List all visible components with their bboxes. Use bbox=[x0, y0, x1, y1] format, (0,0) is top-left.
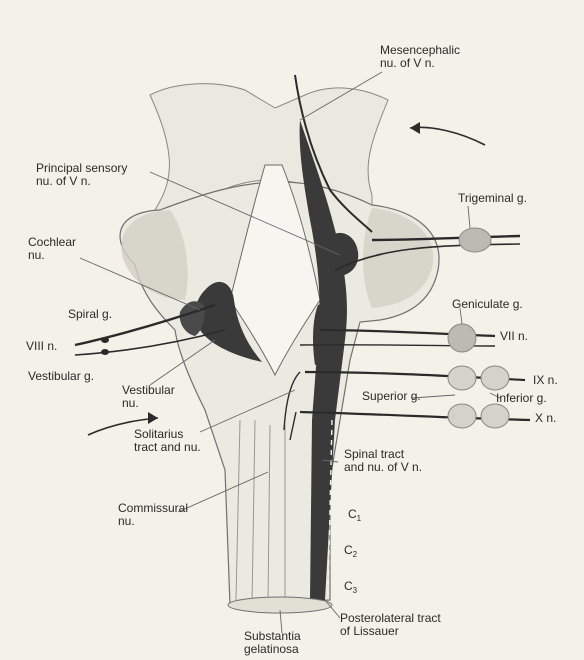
label-ix-nerve: IX n. bbox=[533, 374, 558, 387]
arrow-upper-right bbox=[410, 127, 485, 145]
inferior-ganglion-x bbox=[481, 404, 509, 428]
arrow-lower-left-head bbox=[148, 412, 158, 424]
label-inferior-ganglion: Inferior g. bbox=[496, 392, 547, 405]
label-superior-ganglion: Superior g. bbox=[362, 390, 421, 403]
inferior-ganglion-ix bbox=[481, 366, 509, 390]
spiral-ganglion bbox=[101, 337, 109, 343]
label-solitarius: Solitarius tract and nu. bbox=[134, 428, 201, 454]
label-principal-sensory: Principal sensory nu. of V n. bbox=[36, 162, 127, 188]
geniculate-ganglion bbox=[448, 324, 476, 352]
vestibular-ganglion bbox=[101, 349, 109, 355]
label-spinal-tract: Spinal tract and nu. of V n. bbox=[344, 448, 422, 474]
label-vii-nerve: VII n. bbox=[500, 330, 528, 343]
label-vestibular-nucleus: Vestibular nu. bbox=[122, 384, 175, 410]
label-commissural: Commissural nu. bbox=[118, 502, 188, 528]
label-c1: C1 bbox=[348, 508, 361, 525]
label-trigeminal-ganglion: Trigeminal g. bbox=[458, 192, 527, 205]
label-geniculate-ganglion: Geniculate g. bbox=[452, 298, 523, 311]
label-vestibular-ganglion: Vestibular g. bbox=[28, 370, 94, 383]
superior-ganglion-x bbox=[448, 404, 476, 428]
label-posterolateral: Posterolateral tract of Lissauer bbox=[340, 612, 441, 638]
label-x-nerve: X n. bbox=[535, 412, 556, 425]
trigeminal-ganglion bbox=[459, 228, 491, 252]
superior-ganglion-ix bbox=[448, 366, 476, 390]
arrow-upper-right-head bbox=[410, 122, 420, 134]
label-spiral-ganglion: Spiral g. bbox=[68, 308, 112, 321]
label-substantia: Substantia gelatinosa bbox=[244, 630, 301, 656]
label-c3: C3 bbox=[344, 580, 357, 597]
label-mesencephalic: Mesencephalic nu. of V n. bbox=[380, 44, 460, 70]
label-cochlear: Cochlear nu. bbox=[28, 236, 76, 262]
label-c2: C2 bbox=[344, 544, 357, 561]
label-viii-nerve: VIII n. bbox=[26, 340, 57, 353]
